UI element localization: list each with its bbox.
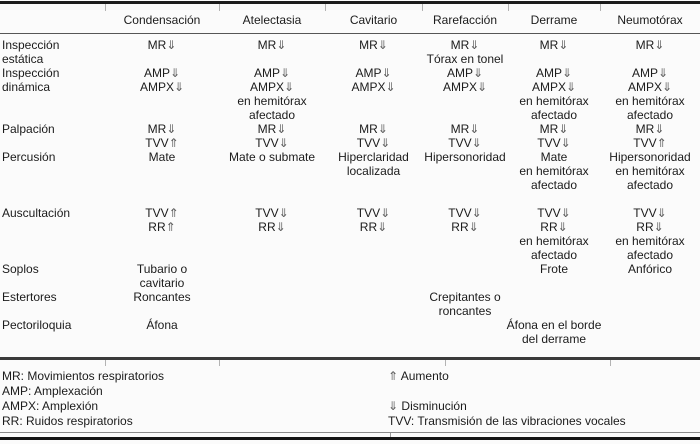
table-row-estertores: Estertores Roncantes Crepitantes o ronca… — [0, 290, 700, 318]
table-cell: Mate en hemitórax afectado — [519, 150, 589, 192]
column-header-condensacion: Condensación — [123, 13, 201, 27]
table-cell: Anfórico — [627, 262, 673, 276]
bottom-thin-rule — [0, 432, 700, 433]
table-cell: TVV ⇓ RR ⇓ — [356, 206, 391, 234]
legend-symbols: ⇑ Aumento ⇓ Disminución TVV: Transmisión… — [388, 369, 700, 429]
row-label: Soplos — [2, 262, 39, 276]
table-cell: Crepitantes o roncantes — [429, 290, 501, 318]
table-cell: TVV ⇓ RR ⇓ — [255, 206, 289, 234]
table-cell: MR ⇓ — [359, 38, 388, 52]
table-cell: Tubario o cavitario — [136, 262, 188, 290]
legend-top-rule — [0, 357, 700, 360]
row-label-line: estática — [2, 52, 44, 66]
bottom-thick-rule — [0, 437, 700, 440]
table-cell: MR ⇓ TVV ⇓ — [356, 122, 391, 150]
table-row-inspeccion-dinamica: Inspección dinámica AMP ⇓ AMPX ⇓ AMP ⇓ A… — [0, 66, 700, 122]
legend-item-disminucion: ⇓ Disminución — [388, 399, 467, 413]
column-header-neumotorax: Neumotórax — [617, 13, 683, 27]
table-cell: AMP ⇓ AMPX ⇓ — [139, 66, 185, 94]
table-cell: Áfona — [146, 318, 178, 332]
table-cell: Mate — [148, 150, 176, 164]
legend-spacer — [388, 384, 700, 399]
header-underline — [0, 33, 700, 34]
row-label: Percusión — [2, 150, 56, 164]
legend-item-mr: MR: Movimientos respiratorios — [2, 369, 165, 383]
top-rule — [0, 1, 700, 4]
table-cell: MR ⇓ TVV ⇓ — [537, 122, 571, 150]
table-cell: MR ⇓ — [257, 38, 287, 52]
legend-item-rr: RR: Ruidos respiratorios — [2, 414, 133, 428]
table-cell: TVV ⇓ RR ⇓ en hemitórax afectado — [615, 206, 685, 262]
column-header-atelectasia: Atelectasia — [242, 13, 302, 27]
table-cell: Roncantes — [133, 290, 191, 304]
table-row-percusion: Percusión Mate Mate o submate Hiperclari… — [0, 150, 700, 206]
row-label: Estertores — [2, 290, 57, 304]
column-header-derrame: Derrame — [530, 13, 578, 27]
table-cell: Hipersonoridad — [424, 150, 506, 164]
row-label-line: Inspección — [2, 38, 60, 52]
legend-item-aumento: ⇑ Aumento — [388, 369, 449, 383]
table-row-inspeccion-estatica: Inspección estática MR ⇓ MR ⇓ MR ⇓ MR ⇓ … — [0, 38, 700, 66]
column-header-cavitario: Cavitario — [349, 13, 398, 27]
table-cell: MR ⇓ Tórax en tonel — [426, 38, 504, 66]
table-cell: MR ⇓ TVV ⇑ — [633, 122, 667, 150]
table-cell: Hipersonoridad en hemitórax afectado — [609, 150, 691, 192]
column-header-empty — [0, 13, 105, 33]
table-cell: MR ⇓ — [635, 38, 665, 52]
table-cell: AMP ⇓ AMPX ⇓ en hemitórax afectado — [519, 66, 589, 122]
table-cell: Hiperclaridad localizada — [338, 150, 409, 178]
table-cell: MR ⇓ — [147, 38, 177, 52]
table-cell: AMP ⇓ AMPX ⇓ en hemitórax afectado — [615, 66, 685, 122]
row-label: Pectoriloquia — [2, 318, 72, 332]
table-cell: Frote — [539, 262, 568, 276]
table-cell: Mate o submate — [228, 150, 316, 164]
table-cell: MR ⇓ TVV ⇓ — [255, 122, 289, 150]
row-label: Palpación — [2, 122, 55, 136]
table-cell: MR ⇓ — [539, 38, 569, 52]
table-cell: MR ⇓ TVV ⇓ — [448, 122, 482, 150]
legend: MR: Movimientos respiratorios AMP: Ample… — [0, 369, 700, 429]
row-label: Auscultación — [2, 206, 71, 220]
table-cell: TVV ⇓ RR ⇓ en hemitórax afectado — [519, 206, 589, 262]
table-row-auscultacion: Auscultación TVV ⇑ RR ⇑ TVV ⇓ RR ⇓ TVV ⇓… — [0, 206, 700, 262]
column-header-rarefaccion: Rarefacción — [432, 13, 498, 27]
table-row-pectoriloquia: Pectoriloquia Áfona Áfona en el borde de… — [0, 318, 700, 346]
table-cell: AMP ⇓ AMPX ⇓ en hemitórax afectado — [237, 66, 307, 122]
table-cell: AMP ⇓ AMPX ⇓ — [351, 66, 396, 94]
legend-item-ampx: AMPX: Amplexión — [2, 399, 99, 413]
legend-abbreviations: MR: Movimientos respiratorios AMP: Ample… — [0, 369, 388, 429]
table-row-soplos: Soplos Tubario o cavitario Frote Anfóric… — [0, 262, 700, 290]
table-cell: AMP ⇓ AMPX ⇓ — [442, 66, 488, 94]
legend-item-amp: AMP: Amplexación — [2, 384, 103, 398]
row-label: Inspección dinámica — [2, 66, 60, 94]
findings-table: Inspección estática MR ⇓ MR ⇓ MR ⇓ MR ⇓ … — [0, 38, 700, 346]
table-cell: TVV ⇑ RR ⇑ — [145, 206, 179, 234]
legend-item-tvv: TVV: Transmisión de las vibraciones voca… — [388, 414, 626, 428]
table-cell: Áfona en el borde del derrame — [506, 318, 602, 346]
table-row-palpacion: Palpación MR ⇓ TVV ⇑ MR ⇓ TVV ⇓ MR ⇓ TVV… — [0, 122, 700, 150]
row-label: Inspección estática — [0, 38, 105, 66]
header-row: Condensación Atelectasia Cavitario Raref… — [0, 4, 700, 33]
table-cell: MR ⇓ TVV ⇑ — [145, 122, 179, 150]
table-cell: TVV ⇓ RR ⇓ — [448, 206, 482, 234]
